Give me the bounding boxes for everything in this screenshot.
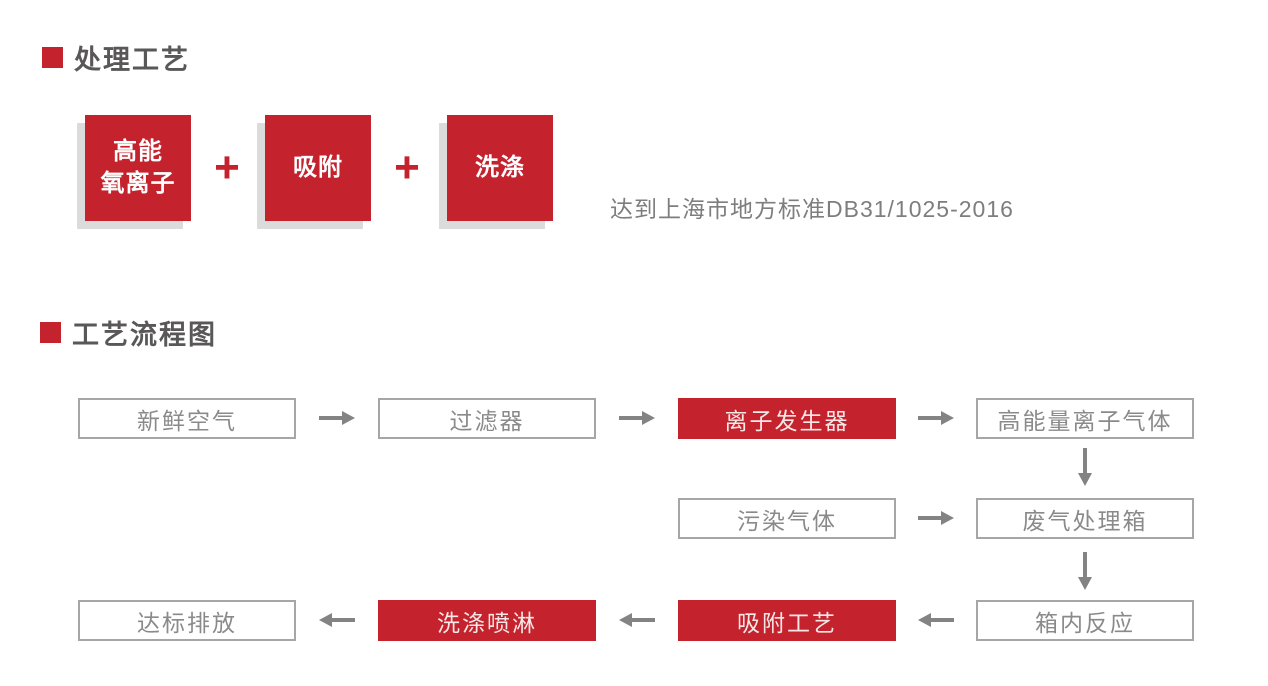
flow-node-compliant-discharge: 达标排放 bbox=[78, 600, 296, 641]
section-treatment-process-heading: 处理工艺 bbox=[42, 38, 190, 77]
process-box-label-line: 洗涤 bbox=[475, 154, 525, 182]
flow-node-polluted-gas: 污染气体 bbox=[678, 498, 896, 539]
process-box-label-line: 吸附 bbox=[293, 154, 343, 182]
section-title: 工艺流程图 bbox=[72, 320, 217, 350]
flow-node-filter: 过滤器 bbox=[378, 398, 596, 439]
process-box-washing: 洗涤 bbox=[447, 115, 553, 221]
process-box-high-energy-oxygen-ion: 高能 氧离子 bbox=[85, 115, 191, 221]
flow-node-high-energy-ion-gas: 高能量离子气体 bbox=[976, 398, 1194, 439]
process-box-label-line: 高能 bbox=[113, 138, 163, 166]
arrow-left-icon bbox=[918, 613, 954, 627]
arrow-right-icon bbox=[319, 411, 355, 425]
arrow-left-icon bbox=[319, 613, 355, 627]
process-box-adsorption: 吸附 bbox=[265, 115, 371, 221]
section-title: 处理工艺 bbox=[74, 45, 190, 75]
arrow-down-icon bbox=[1078, 448, 1092, 486]
arrow-right-icon bbox=[918, 511, 954, 525]
red-square-bullet-icon bbox=[42, 47, 63, 68]
flow-node-washing-spray: 洗涤喷淋 bbox=[378, 600, 596, 641]
arrow-right-icon bbox=[619, 411, 655, 425]
process-flow-diagram: 新鲜空气 过滤器 离子发生器 高能量离子气体 污染气体 废气处理箱 达标排放 洗… bbox=[78, 398, 1198, 644]
flow-node-fresh-air: 新鲜空气 bbox=[78, 398, 296, 439]
red-square-bullet-icon bbox=[40, 322, 61, 343]
flow-node-ion-generator: 离子发生器 bbox=[678, 398, 896, 439]
process-box-label-line: 氧离子 bbox=[100, 170, 176, 197]
arrow-right-icon bbox=[918, 411, 954, 425]
plus-sign: + bbox=[394, 143, 420, 192]
plus-sign: + bbox=[214, 143, 240, 192]
arrow-down-icon bbox=[1078, 552, 1092, 590]
standard-note: 达到上海市地方标准DB31/1025-2016 bbox=[610, 196, 1014, 222]
flow-node-in-box-reaction: 箱内反应 bbox=[976, 600, 1194, 641]
arrow-left-icon bbox=[619, 613, 655, 627]
section-process-flow-heading: 工艺流程图 bbox=[40, 313, 217, 352]
flow-node-adsorption-process: 吸附工艺 bbox=[678, 600, 896, 641]
flow-node-waste-gas-treatment-box: 废气处理箱 bbox=[976, 498, 1194, 539]
